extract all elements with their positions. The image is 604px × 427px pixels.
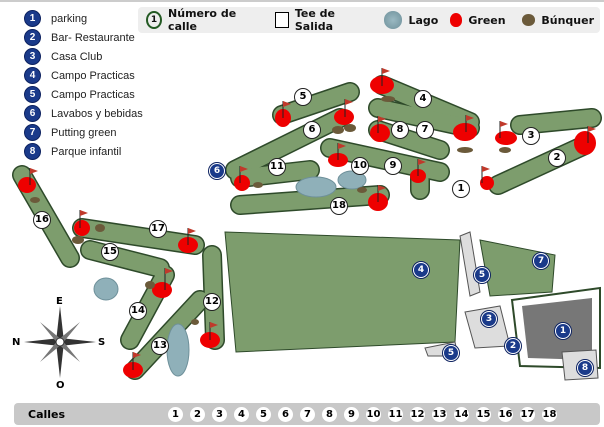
legend-lake: Lago — [408, 13, 439, 27]
hole-button[interactable]: 17 — [520, 406, 535, 422]
hole-16-label[interactable]: 16 — [33, 211, 51, 229]
hole-17-label[interactable]: 17 — [149, 220, 167, 238]
facility-number: 2 — [24, 29, 41, 46]
facility-label: parking — [51, 12, 88, 25]
legend: 1 Número de calle Tee de Salida Lago Gree… — [138, 7, 600, 33]
hole-2-label[interactable]: 2 — [548, 149, 566, 167]
facility-practice-5: 5 Campo Practicas — [24, 86, 135, 103]
holes-bar-label: Calles — [28, 407, 66, 421]
hole-button[interactable]: 6 — [278, 406, 293, 422]
facility-bar: 2 Bar- Restaurante — [24, 29, 135, 46]
hole-7-label[interactable]: 7 — [416, 121, 434, 139]
bunkers — [30, 96, 511, 325]
hole-button[interactable]: 16 — [498, 406, 513, 422]
building — [459, 231, 481, 297]
hole-12-label[interactable]: 12 — [203, 293, 221, 311]
facility-marker-practice-4[interactable]: 4 — [413, 262, 429, 278]
hole-button[interactable]: 4 — [234, 406, 249, 422]
facility-club: 3 Casa Club — [24, 48, 102, 65]
facility-number: 1 — [24, 10, 41, 27]
facility-marker-bar[interactable]: 2 — [505, 338, 521, 354]
facility-number: 5 — [24, 86, 41, 103]
lakes — [93, 170, 367, 377]
hole-button[interactable]: 10 — [366, 406, 381, 422]
legend-green: Green — [468, 13, 506, 27]
facility-playground: 8 Parque infantil — [24, 143, 121, 160]
hole-button[interactable]: 18 — [542, 406, 557, 422]
hole-button[interactable]: 2 — [190, 406, 205, 422]
facility-number: 4 — [24, 67, 41, 84]
facility-number: 3 — [24, 48, 41, 65]
hole-4-label[interactable]: 4 — [414, 90, 432, 108]
hole-button[interactable]: 8 — [322, 406, 337, 422]
facility-number: 7 — [24, 124, 41, 141]
facility-label: Campo Practicas — [51, 88, 135, 101]
hole-10-label[interactable]: 10 — [351, 157, 369, 175]
facility-marker-club[interactable]: 3 — [481, 311, 497, 327]
facility-label: Lavabos y bebidas — [51, 107, 143, 120]
hole-14-label[interactable]: 14 — [129, 302, 147, 320]
hole-button[interactable]: 15 — [476, 406, 491, 422]
hole-5-label[interactable]: 5 — [294, 88, 312, 106]
practice-range — [224, 231, 461, 353]
compass-rose-icon — [24, 306, 96, 378]
facility-marker-practice-5[interactable]: 5 — [474, 267, 490, 283]
facility-marker-putting[interactable]: 7 — [533, 253, 549, 269]
legend-hole: Número de calle — [168, 7, 237, 33]
divider — [0, 0, 604, 2]
facility-number: 6 — [24, 105, 41, 122]
lake-icon — [383, 11, 403, 29]
greens — [18, 76, 596, 378]
facility-label: Putting green — [51, 126, 117, 139]
hole-13-label[interactable]: 13 — [151, 337, 169, 355]
green-icon — [450, 13, 463, 27]
hole-button[interactable]: 1 — [168, 406, 183, 422]
facility-marker-parking[interactable]: 1 — [555, 323, 571, 339]
hole-11-label[interactable]: 11 — [268, 158, 286, 176]
hole-15-label[interactable]: 15 — [101, 243, 119, 261]
compass-north: N — [12, 337, 21, 348]
facility-label: Campo Practicas — [51, 69, 135, 82]
legend-bunker: Búnquer — [541, 13, 594, 27]
hole-8-label[interactable]: 8 — [391, 121, 409, 139]
facility-label: Casa Club — [51, 50, 103, 63]
facility-marker-restrooms[interactable]: 6 — [209, 163, 225, 179]
tee-icon — [274, 12, 289, 28]
facility-label: Bar- Restaurante — [51, 31, 135, 44]
facility-marker-practice-5b[interactable]: 5 — [443, 345, 459, 361]
facility-label: Parque infantil — [51, 145, 122, 158]
facility-putting: 7 Putting green — [24, 124, 116, 141]
flag-pennants — [30, 68, 596, 358]
hole-button[interactable]: 13 — [432, 406, 447, 422]
facility-number: 8 — [24, 143, 41, 160]
facility-marker-playground[interactable]: 8 — [577, 360, 593, 376]
hole-3-label[interactable]: 3 — [522, 127, 540, 145]
hole-18-label[interactable]: 18 — [330, 197, 348, 215]
hole-1-label[interactable]: 1 — [452, 180, 470, 198]
hole-6-label[interactable]: 6 — [303, 121, 321, 139]
legend-tee: Tee de Salida — [294, 7, 336, 33]
hole-button[interactable]: 9 — [344, 406, 359, 422]
hole-button[interactable]: 5 — [256, 406, 271, 422]
compass-south: S — [98, 337, 106, 348]
hole-button[interactable]: 7 — [300, 406, 315, 422]
compass-west: O — [56, 380, 65, 391]
hole-number-icon: 1 — [146, 11, 163, 29]
hole-button[interactable]: 14 — [454, 406, 469, 422]
facility-restrooms: 6 Lavabos y bebidas — [24, 105, 143, 122]
holes-bar: Calles 1 2 3 4 5 6 7 8 9 10 11 12 13 14 … — [14, 403, 600, 425]
bunker-icon — [521, 14, 536, 26]
compass-east: E — [56, 296, 63, 307]
facility-practice-4: 4 Campo Practicas — [24, 67, 135, 84]
hole-button[interactable]: 3 — [212, 406, 227, 422]
hole-button[interactable]: 12 — [410, 406, 425, 422]
hole-9-label[interactable]: 9 — [384, 157, 402, 175]
hole-button[interactable]: 11 — [388, 406, 403, 422]
facility-parking: 1 parking — [24, 10, 87, 27]
